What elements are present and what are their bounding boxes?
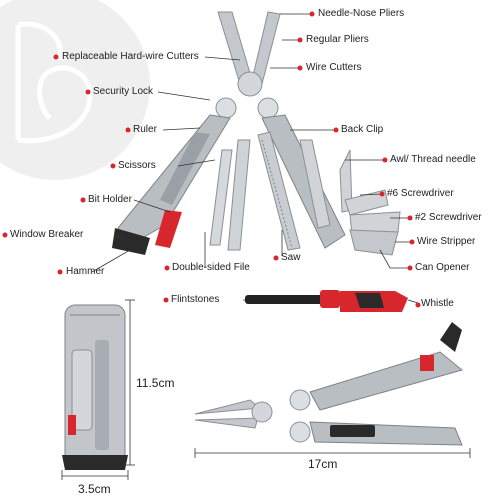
label-bit-holder: Bit Holder [88, 194, 132, 205]
label-double-sided-file: Double-sided File [172, 262, 250, 273]
label-can-opener: Can Opener [415, 262, 470, 273]
flint-whistle-illustration [245, 290, 408, 312]
label-wire-cutters: Wire Cutters [306, 62, 362, 73]
label-regular-pliers: Regular Pliers [306, 34, 369, 45]
label-flintstones: Flintstones [171, 294, 220, 305]
label-screwdriver-2: #2 Screwdriver [415, 212, 482, 223]
dimension-width: 3.5cm [78, 482, 111, 496]
label-saw: Saw [281, 252, 301, 263]
label-security-lock: Security Lock [93, 86, 154, 97]
multitool-closed-illustration [62, 304, 128, 470]
callout-dots [2, 11, 421, 308]
dimension-length: 17cm [308, 457, 338, 471]
multitool-open-illustration [112, 11, 401, 256]
callout-lines [91, 13, 419, 304]
brand-logo-icon [0, 0, 150, 180]
label-screwdriver-6: #6 Screwdriver [387, 188, 454, 199]
label-awl: Awl/ Thread needle [390, 154, 476, 165]
label-window-breaker: Window Breaker [10, 229, 84, 240]
multitool-long-illustration [194, 322, 464, 446]
label-needle-nose-pliers: Needle-Nose Pliers [318, 8, 405, 19]
label-whistle: Whistle [421, 298, 454, 309]
dimension-height: 11.5cm [136, 376, 175, 390]
label-hardwire-cutters: Replaceable Hard-wire Cutters [62, 51, 199, 62]
label-back-clip: Back Clip [341, 124, 384, 135]
label-wire-stripper: Wire Stripper [417, 236, 476, 247]
label-ruler: Ruler [133, 124, 157, 135]
dimension-lines [61, 299, 471, 480]
label-scissors: Scissors [118, 160, 156, 171]
label-hammer: Hammer [66, 266, 105, 277]
